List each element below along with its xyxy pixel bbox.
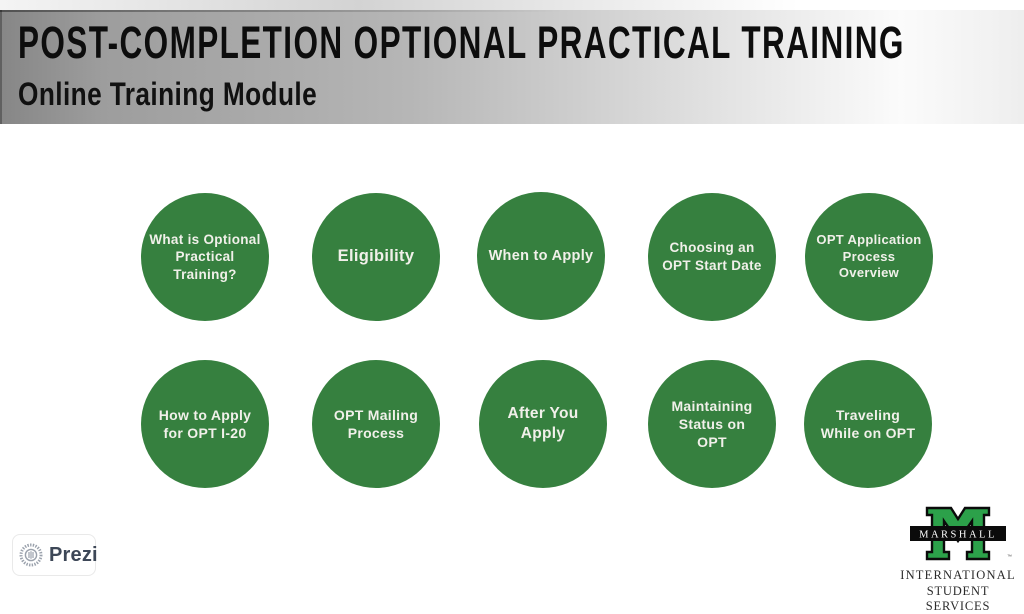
slide-header: POST-COMPLETION OPTIONAL PRACTICAL TRAIN… (0, 0, 1024, 124)
marshall-dept-line-1: INTERNATIONAL (900, 568, 1016, 582)
module-circle-traveling[interactable]: Traveling While on OPT (804, 360, 932, 488)
module-label: How to Apply for OPT I-20 (158, 406, 252, 441)
module-label: Eligibility (337, 247, 415, 266)
module-circle-maintaining-status[interactable]: Maintaining Status on OPT (648, 360, 776, 488)
header-top-strip (0, 0, 1024, 10)
module-circle-choosing-start-date[interactable]: Choosing an OPT Start Date (648, 193, 776, 321)
marshall-trademark: ™ (1007, 554, 1012, 560)
prezi-sunburst-icon (19, 543, 43, 567)
page-title: POST-COMPLETION OPTIONAL PRACTICAL TRAIN… (18, 17, 905, 68)
page-subtitle: Online Training Module (18, 76, 318, 112)
module-label: When to Apply (488, 247, 594, 264)
module-label: OPT Application Process Overview (816, 231, 922, 281)
module-circle-after-you-apply[interactable]: After You Apply (479, 360, 607, 488)
module-circle-when-to-apply[interactable]: When to Apply (477, 192, 605, 320)
module-label: What is Optional Practical Training? (149, 231, 261, 282)
module-label: OPT Mailing Process (333, 406, 419, 441)
marshall-m-icon: MARSHALL ™ (910, 506, 1012, 561)
module-label: Choosing an OPT Start Date (662, 240, 762, 273)
module-circle-mailing-process[interactable]: OPT Mailing Process (312, 360, 440, 488)
module-circle-application-process-overview[interactable]: OPT Application Process Overview (805, 193, 933, 321)
module-circle-eligibility[interactable]: Eligibility (312, 193, 440, 321)
module-circle-what-is-opt[interactable]: What is Optional Practical Training? (141, 193, 269, 321)
module-label: Maintaining Status on OPT (671, 397, 753, 451)
module-label: Traveling While on OPT (820, 406, 916, 441)
marshall-dept-line-2: STUDENT SERVICES (925, 584, 991, 613)
module-circle-how-to-apply-i20[interactable]: How to Apply for OPT I-20 (141, 360, 269, 488)
module-label: After You Apply (507, 404, 579, 442)
prezi-wordmark: Prezi (49, 543, 98, 566)
prezi-logo[interactable]: Prezi (12, 534, 98, 576)
header-band: POST-COMPLETION OPTIONAL PRACTICAL TRAIN… (0, 10, 1024, 124)
marshall-banner-wordmark: MARSHALL (919, 530, 997, 541)
